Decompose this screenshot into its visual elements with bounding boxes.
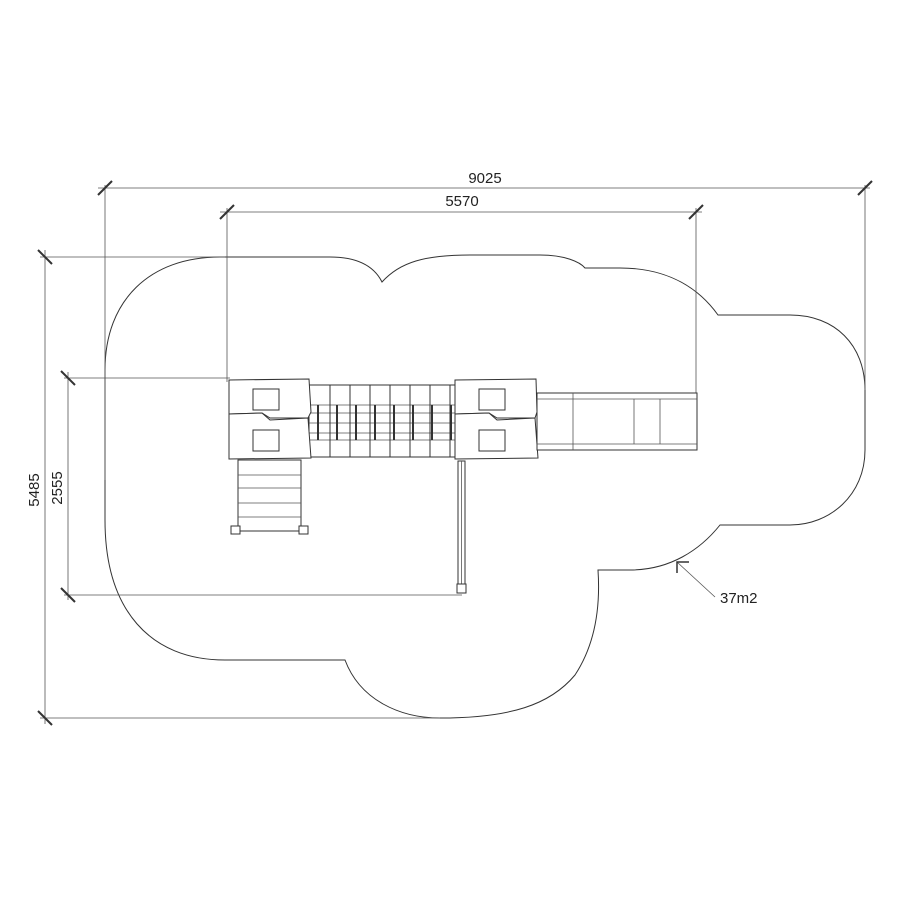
- dimension-label-5485: 5485: [26, 473, 43, 506]
- slide: [536, 392, 698, 451]
- dimension-label-5570: 5570: [445, 193, 478, 210]
- net-bridge: [308, 384, 457, 458]
- dimension-label-2555: 2555: [49, 471, 66, 504]
- tower-right: [454, 378, 539, 460]
- area-leader: 37m2: [676, 561, 758, 607]
- area-label: 37m2: [720, 590, 758, 607]
- play-structure: [228, 378, 698, 594]
- tower-left: [228, 378, 312, 460]
- dimension-overall-depth: 5485: [26, 249, 440, 726]
- stairs: [230, 459, 309, 535]
- climbing-pole: [456, 460, 467, 594]
- dimension-overall-width: 9025: [97, 170, 873, 480]
- dimension-structure-depth: 2555: [49, 370, 462, 603]
- dimension-structure-width: 5570: [219, 193, 704, 395]
- safety-zone-outline: [104, 254, 866, 719]
- dimension-label-9025: 9025: [468, 170, 501, 187]
